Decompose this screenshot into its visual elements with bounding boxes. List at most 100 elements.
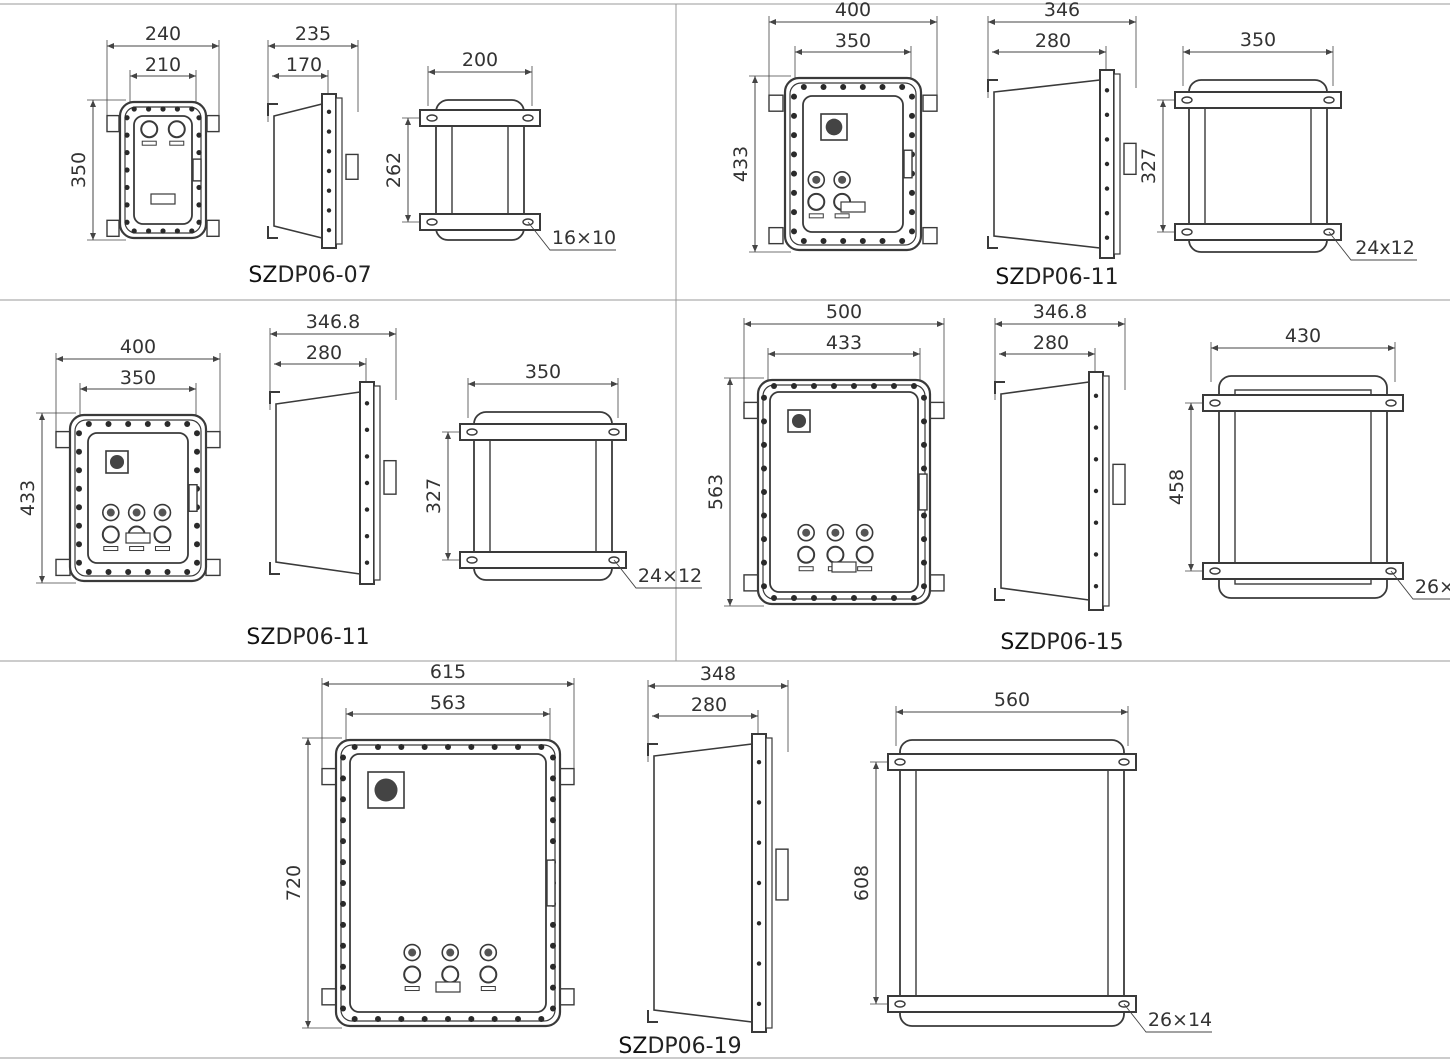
arrowhead — [930, 19, 937, 25]
bolt — [921, 512, 927, 519]
bolt — [851, 595, 857, 601]
bolt — [491, 1016, 498, 1022]
bolt — [921, 441, 927, 448]
bolt — [76, 541, 82, 548]
mounting-rail — [459, 551, 627, 569]
rail-slot — [466, 428, 478, 436]
bolt — [124, 115, 130, 121]
bolt — [364, 427, 370, 433]
bolt — [398, 1016, 405, 1022]
model-title-prefix: SZ — [618, 1034, 647, 1059]
bolt — [146, 228, 152, 234]
mounting-lug — [929, 574, 945, 592]
bolt — [174, 228, 180, 234]
bolt — [1104, 186, 1110, 191]
bolt — [761, 489, 767, 495]
bolt — [1093, 425, 1099, 430]
front-inner-width-label: 563 — [430, 692, 466, 714]
arrowhead — [1326, 49, 1333, 55]
bolt — [351, 744, 358, 750]
push-button — [140, 120, 159, 139]
bolt — [771, 595, 777, 601]
mounting-lug — [205, 558, 221, 577]
arrowhead — [1160, 225, 1166, 232]
bolt — [1093, 488, 1099, 494]
arrowhead — [1118, 321, 1125, 327]
mounting-rail — [887, 995, 1137, 1013]
arrowhead — [90, 233, 96, 240]
arrowhead — [445, 432, 451, 439]
bolt — [879, 84, 886, 90]
front-inner-width-label: 433 — [826, 332, 862, 354]
bolt — [340, 754, 346, 761]
bolt — [124, 132, 130, 138]
bolt — [791, 93, 797, 100]
bolt — [909, 93, 915, 100]
bolt — [340, 796, 346, 803]
bolt — [791, 132, 797, 139]
back-width-label: 430 — [1285, 325, 1321, 347]
front-outer-width-label: 615 — [430, 661, 466, 683]
bolt — [76, 559, 82, 566]
side-mount-tab — [269, 562, 280, 575]
door — [769, 391, 919, 593]
bolt — [756, 880, 762, 886]
bolt — [196, 184, 202, 191]
indicator-lamp-core — [812, 175, 821, 184]
back-panel — [1234, 389, 1372, 585]
arrowhead — [896, 709, 903, 715]
bolt — [326, 109, 332, 115]
bolt — [340, 775, 346, 782]
side-mount-tab — [647, 743, 658, 756]
bolt — [921, 536, 927, 543]
arrowhead — [321, 73, 328, 79]
bolt — [1104, 137, 1110, 142]
front-outer-width-label: 400 — [835, 0, 871, 21]
bolt — [1093, 583, 1099, 589]
arrowhead — [611, 381, 618, 387]
bolt — [326, 208, 332, 213]
rail-slot — [426, 114, 438, 122]
bolt — [859, 84, 866, 90]
bolt — [174, 106, 180, 112]
bolt — [326, 129, 332, 134]
side-inner-depth-label: 280 — [1035, 30, 1071, 52]
push-button — [441, 965, 460, 984]
model-title: SZDP06-11 — [246, 625, 369, 650]
arrowhead — [1188, 403, 1194, 410]
front-outer-width-label: 400 — [120, 336, 156, 358]
switch-knob — [374, 778, 398, 802]
side-mount-tab — [267, 103, 278, 116]
bolt — [791, 228, 797, 235]
indicator-lamp-core — [860, 528, 869, 537]
bolt — [1093, 520, 1099, 525]
bolt — [791, 151, 797, 158]
model-title: SZDP06-07 — [248, 263, 371, 288]
mounting-lug — [106, 219, 120, 238]
bolt — [1104, 112, 1110, 118]
bolt — [194, 559, 200, 566]
arrowhead — [752, 245, 758, 252]
push-button — [797, 545, 816, 564]
arrowhead — [212, 43, 219, 49]
side-body — [1000, 381, 1090, 601]
bolt — [820, 238, 827, 244]
rail-slot — [466, 556, 478, 564]
bolt — [550, 963, 556, 970]
bolt — [124, 184, 130, 191]
bolt — [911, 383, 917, 389]
bolt — [761, 465, 767, 472]
front-height-label: 433 — [730, 146, 752, 182]
bolt — [859, 238, 866, 244]
back-panel — [915, 753, 1109, 1013]
bolt — [1104, 161, 1110, 167]
bolt — [909, 132, 915, 139]
arrowhead — [39, 413, 45, 420]
bolt — [909, 228, 915, 235]
model-title-suffix: DP06-11 — [1024, 265, 1118, 290]
bolt — [871, 383, 877, 389]
